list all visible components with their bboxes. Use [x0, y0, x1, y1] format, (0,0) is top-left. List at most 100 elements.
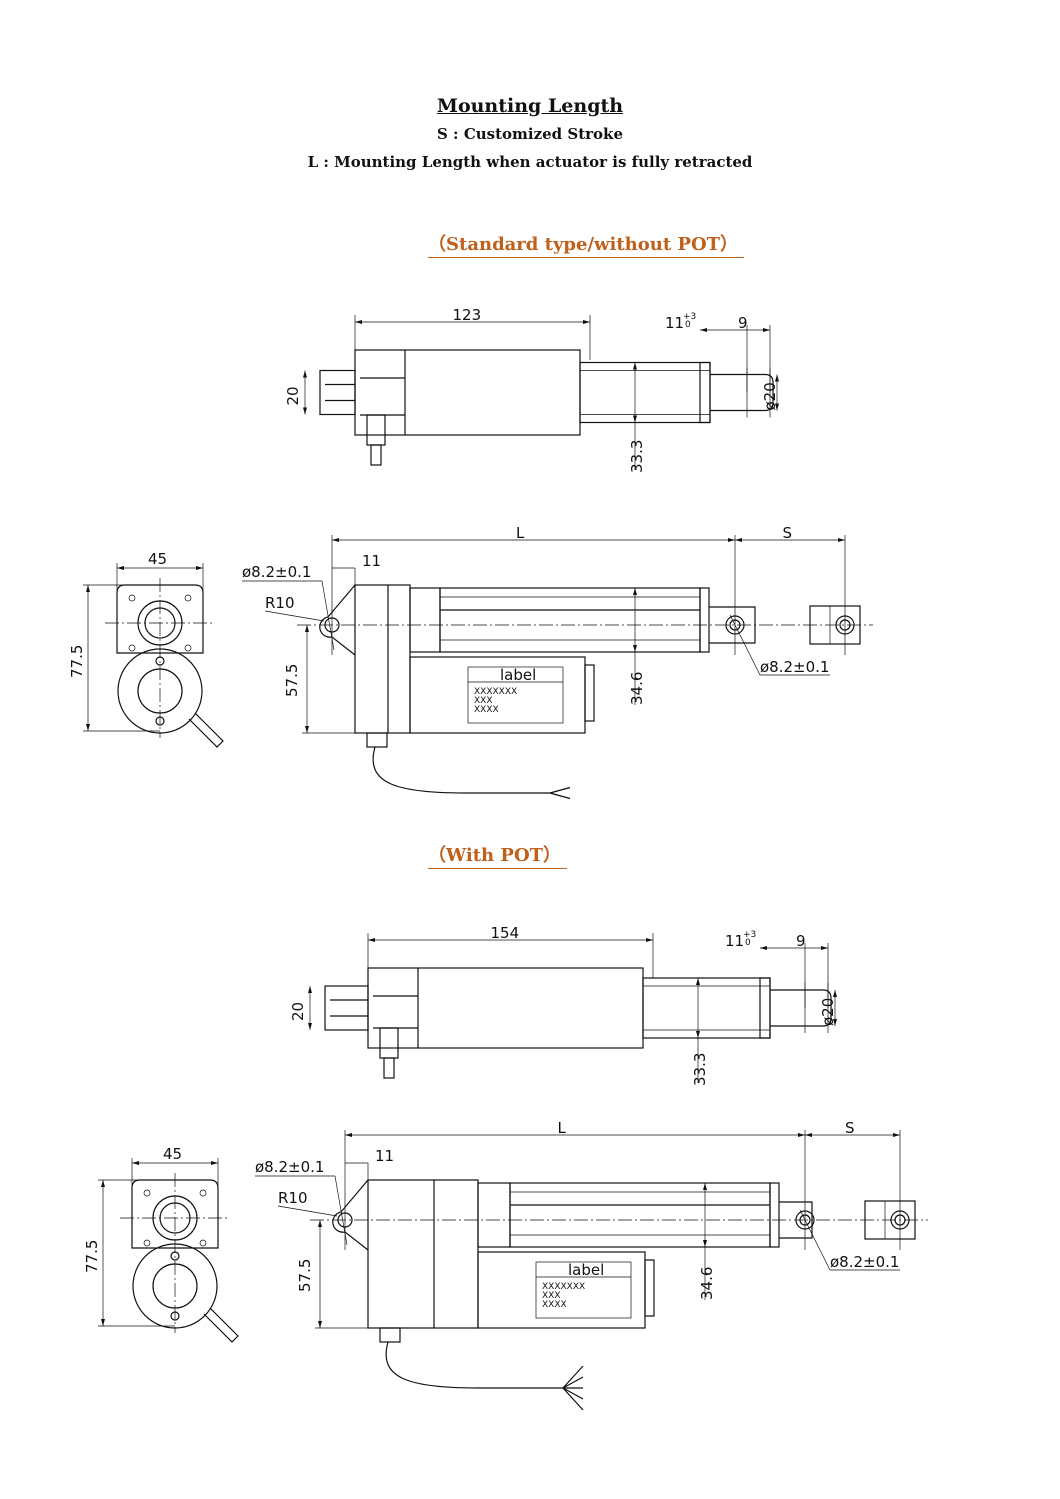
section-heading-standard: （Standard type/without POT） [428, 234, 745, 258]
label-title: label [568, 1261, 604, 1279]
tolerance-lower: 0 [745, 938, 751, 948]
wire [549, 786, 571, 794]
dimension-arrow [86, 724, 90, 731]
rear-hole-label: ø8.2±0.1 [255, 1158, 324, 1176]
dimension-arrow [893, 1133, 900, 1137]
line [334, 1175, 348, 1246]
dimension-arrow [117, 566, 124, 570]
motor-end [584, 664, 595, 722]
stroke-definition: S : Customized Stroke [437, 125, 623, 143]
mount-screw [143, 1239, 151, 1247]
connector [366, 414, 386, 446]
height-label: 57.5 [283, 664, 301, 697]
dimension-arrow [303, 370, 307, 378]
wire [562, 1387, 584, 1411]
front-hole-label: ø8.2±0.1 [830, 1253, 899, 1271]
dimension-arrow [700, 328, 707, 332]
dimension-arrow [775, 403, 779, 411]
actuator-body [354, 349, 581, 436]
S-label: S [783, 524, 793, 542]
tolerance-label: 11 [725, 932, 744, 950]
dimension-arrow [101, 1180, 105, 1187]
motor-end-cap [319, 369, 356, 416]
mount-screw [184, 644, 192, 652]
tolerance-upper: +3 [743, 930, 756, 940]
line [277, 1205, 338, 1217]
gearbox [354, 584, 411, 734]
dimension-arrow [101, 1319, 105, 1326]
dimension-arrow [583, 320, 590, 324]
front-rod-end [779, 1201, 813, 1239]
L-label: L [558, 1119, 567, 1137]
dimension-arrow [368, 938, 375, 942]
outer-tube [642, 977, 771, 1039]
tube-end [699, 361, 711, 424]
extended-rod-end [809, 605, 861, 645]
front-rod-end [709, 606, 756, 644]
tolerance-label: 11 [665, 314, 684, 332]
S-label: S [845, 1119, 855, 1137]
rear-clevis [319, 584, 356, 656]
rod-diameter-label: ø20 [819, 998, 837, 1026]
cable-gland [379, 1327, 401, 1343]
dimension-arrow [633, 645, 637, 652]
motor-end-cap [324, 985, 369, 1031]
dimension-arrow [345, 1133, 352, 1137]
rod-diameter-label: ø20 [761, 382, 779, 410]
dimension-arrow [132, 1161, 139, 1165]
dimension-arrow [355, 320, 362, 324]
gear-housing [477, 1182, 511, 1248]
dimension-arrow [196, 566, 203, 570]
width-label: 45 [163, 1145, 182, 1163]
label-line: XXXX [542, 1300, 567, 1310]
end-height-label: 77.5 [68, 645, 86, 678]
extended-rod-end [864, 1200, 916, 1240]
gearbox [367, 1179, 479, 1329]
L-label: L [516, 524, 525, 542]
dimension-arrow [805, 1133, 812, 1137]
mount-screw [184, 594, 192, 602]
offset-label: 11 [362, 552, 381, 570]
label-box [535, 1261, 632, 1319]
label-line: XXXXXXX [474, 687, 517, 697]
end-cable [188, 712, 224, 748]
dimension-arrow [703, 1240, 707, 1247]
dimension-arrow [833, 1019, 837, 1026]
dimension-arrow [211, 1161, 218, 1165]
section-heading-pot: （With POT） [428, 845, 568, 869]
body-length-label: 154 [491, 924, 520, 942]
mount-screw [143, 1189, 151, 1197]
cable [385, 1341, 563, 1389]
line [264, 610, 325, 622]
rod-end [710, 373, 774, 412]
rear-clevis [332, 1179, 369, 1251]
tube-end [759, 977, 771, 1039]
dimension-arrow [633, 415, 637, 423]
dimension-arrow [696, 1031, 700, 1038]
rear-hole-label: ø8.2±0.1 [242, 563, 311, 581]
cable [372, 746, 550, 794]
connector-plug [383, 1057, 395, 1079]
tube-label: 34.6 [628, 672, 646, 705]
radius-label: R10 [265, 594, 295, 612]
end-cable [203, 1307, 239, 1343]
dimension-arrow [308, 1023, 312, 1030]
label-box [467, 666, 564, 724]
dimension-arrow [728, 538, 735, 542]
dimension-arrow [86, 585, 90, 592]
line [799, 1209, 831, 1271]
height-label: 33.3 [628, 440, 646, 473]
label-line: XXXX [474, 705, 499, 715]
mount-screw [128, 644, 136, 652]
front-hole-label: ø8.2±0.1 [760, 658, 829, 676]
gear-housing [409, 587, 441, 653]
dimension-arrow [646, 938, 653, 942]
dimension-arrow [633, 362, 637, 370]
mount-screw [199, 1239, 207, 1247]
end-height-label: 77.5 [83, 1240, 101, 1273]
dimension-arrow [760, 946, 767, 950]
motor-diameter-label: 20 [284, 386, 302, 405]
mount-screw [199, 1189, 207, 1197]
tip-width-label: 9 [796, 932, 806, 950]
connector [379, 1027, 399, 1059]
